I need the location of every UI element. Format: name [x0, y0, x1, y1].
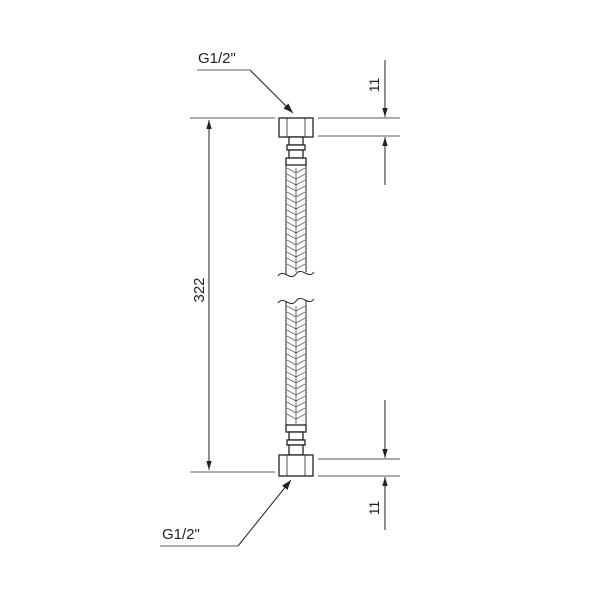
top-nut-dimension-label: 11	[366, 78, 382, 93]
extension-lines	[190, 117, 400, 477]
bottom-fitting	[278, 424, 314, 477]
length-dimension-label: 322	[191, 277, 208, 302]
top-thread-label: G1/2"	[198, 50, 236, 67]
top-thread-callout: G1/2"	[197, 50, 294, 114]
hose-upper-segment	[277, 165, 315, 278]
top-fitting	[278, 117, 314, 166]
length-dimension: 322	[191, 120, 212, 470]
top-nut-dimension: 11	[366, 60, 388, 185]
bottom-thread-label: G1/2"	[162, 526, 200, 543]
bottom-thread-callout: G1/2"	[160, 479, 292, 547]
bottom-nut-dimension-label: 11	[366, 501, 382, 516]
hose-lower-segment	[277, 297, 315, 425]
bottom-nut-dimension: 11	[366, 400, 388, 530]
braid-pattern-lower	[286, 305, 306, 424]
braid-pattern-upper	[286, 167, 306, 272]
